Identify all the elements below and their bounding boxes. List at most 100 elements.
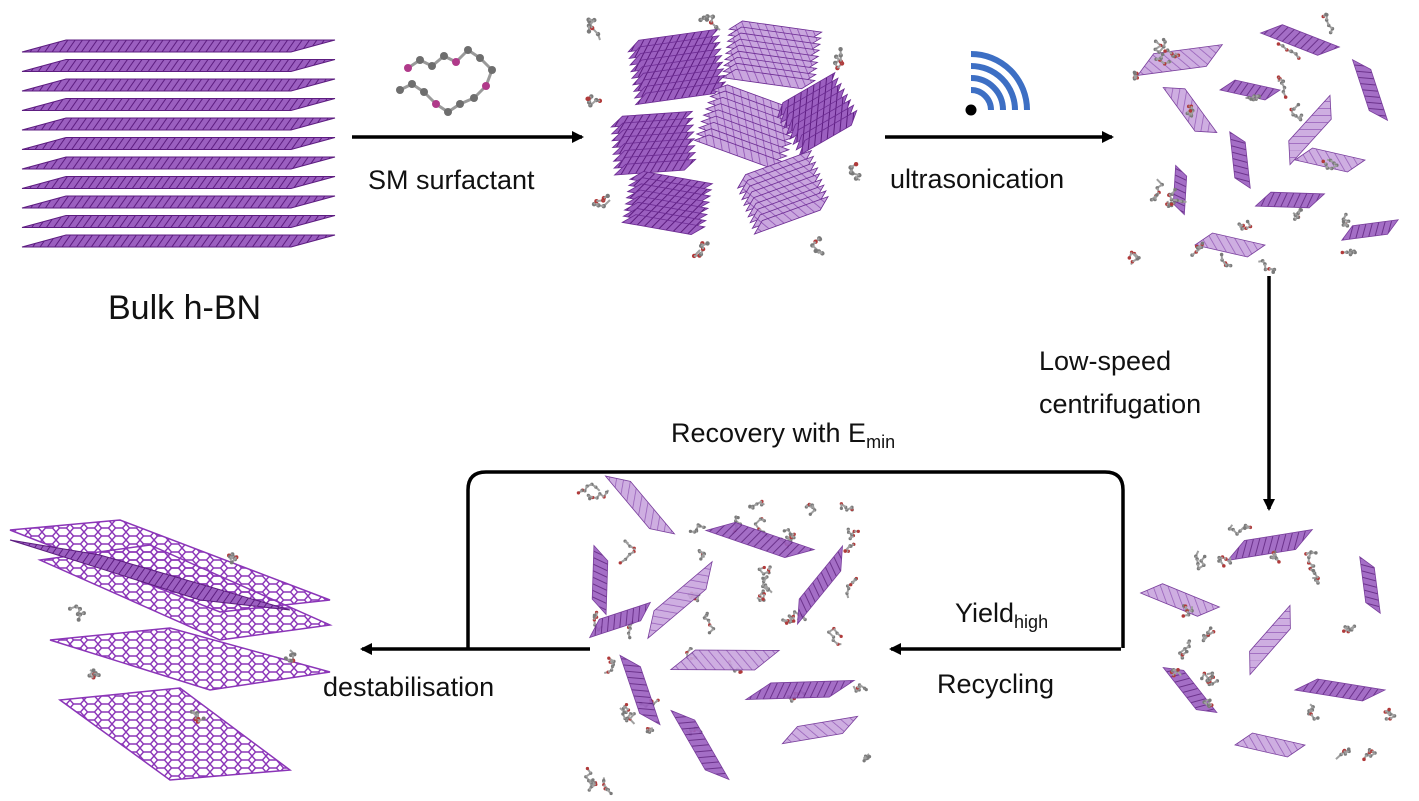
surfactant-atom bbox=[1311, 568, 1316, 573]
nanosheet-flake bbox=[1139, 583, 1221, 617]
surfactant-atom bbox=[1208, 698, 1212, 703]
nanosheet-stack bbox=[610, 110, 697, 176]
mol-atom bbox=[470, 94, 478, 102]
flake-sheet bbox=[1259, 24, 1341, 56]
surfactant-atom bbox=[699, 557, 703, 561]
nanosheet-flake bbox=[1162, 666, 1218, 714]
surfactant-atom bbox=[1316, 716, 1320, 720]
surfactant-atom bbox=[201, 716, 206, 721]
surfactant-atom bbox=[609, 791, 613, 796]
surfactant-molecule-icon bbox=[396, 46, 496, 116]
mol-atom bbox=[476, 54, 484, 62]
recycling-label: Recycling bbox=[937, 669, 1055, 699]
nanosheet-flake bbox=[647, 560, 713, 640]
flake-sheet bbox=[1162, 666, 1218, 714]
surfactant-atom bbox=[762, 565, 766, 570]
recovery-text: Recovery with E bbox=[671, 418, 867, 448]
nanosheet-flake bbox=[1249, 604, 1291, 676]
flake-sheet bbox=[797, 544, 843, 626]
surfactant-atom bbox=[864, 687, 868, 692]
surfactant-atom bbox=[1219, 252, 1224, 257]
surfactant-atom bbox=[707, 631, 712, 635]
surfactant-atom bbox=[761, 576, 765, 580]
surfactant-atom bbox=[1188, 109, 1193, 113]
mol-atom bbox=[482, 82, 490, 90]
flake-sheet bbox=[1351, 58, 1389, 122]
surfactant-atom bbox=[283, 656, 288, 661]
bulk-layer bbox=[21, 59, 336, 72]
flake-sheet bbox=[781, 715, 859, 745]
nanosheet-flake bbox=[704, 522, 816, 558]
nanosheet-flake bbox=[1229, 130, 1251, 190]
mol-atom bbox=[488, 66, 496, 74]
flake-sheet bbox=[1234, 732, 1306, 758]
surfactant-atom bbox=[91, 668, 96, 673]
surfactant-atom bbox=[1277, 560, 1281, 564]
mol-atom bbox=[452, 58, 460, 66]
surfactant-atom bbox=[853, 161, 859, 167]
surfactant-atom bbox=[624, 703, 629, 707]
surfactant-atom bbox=[1200, 676, 1204, 681]
bulk-layer bbox=[21, 156, 336, 170]
nanosheet-flake bbox=[604, 475, 676, 535]
nanosheet-flake bbox=[1234, 732, 1306, 758]
nanosheet-layer bbox=[753, 195, 829, 235]
flake-sheet bbox=[647, 560, 713, 640]
flake-sheet bbox=[1226, 529, 1314, 561]
flake-sheet bbox=[604, 475, 676, 535]
recovery-label: Recovery with Emin bbox=[671, 418, 895, 453]
surfactant-atom bbox=[849, 583, 853, 587]
surfactant-atom bbox=[792, 619, 796, 623]
nanosheet-flake bbox=[1254, 191, 1326, 209]
surfactant-atom bbox=[591, 778, 595, 782]
nanosheet-layer bbox=[634, 81, 727, 106]
ultrasonication-label: ultrasonication bbox=[890, 164, 1065, 194]
bulk-layer bbox=[21, 234, 336, 248]
nanosheet-stack bbox=[736, 149, 829, 235]
surfactant-atom bbox=[628, 636, 632, 640]
surfactant-atom bbox=[1341, 220, 1346, 224]
surfactant-atom bbox=[1185, 649, 1189, 654]
surfactant-atom bbox=[710, 14, 716, 19]
surfactant-atom bbox=[688, 529, 693, 534]
flake-sheet bbox=[1172, 164, 1188, 216]
nanosheet-flake bbox=[670, 709, 730, 781]
nanosheet-flake bbox=[1226, 529, 1314, 561]
nanosheet-flake bbox=[797, 544, 843, 626]
flake-sheet bbox=[670, 709, 730, 781]
supernatant-nanosheets bbox=[1139, 523, 1397, 762]
surfactant-atom bbox=[1340, 250, 1345, 255]
nanosheet-flake bbox=[1359, 555, 1381, 615]
surfactant-atom bbox=[1222, 564, 1226, 568]
flake-sheet bbox=[1139, 583, 1221, 617]
surfactant-atom bbox=[704, 17, 710, 22]
flake-sheet bbox=[619, 654, 661, 726]
nanosheet-flake bbox=[1194, 232, 1266, 258]
arrow-recovery-loop bbox=[466, 470, 1125, 648]
surfactant-atom bbox=[586, 96, 591, 101]
surfactant-atom bbox=[1314, 551, 1318, 555]
nanosheet-flake bbox=[1288, 94, 1332, 166]
yield-subscript: high bbox=[1014, 612, 1049, 632]
mol-atom bbox=[396, 86, 404, 94]
nanosheet-flake bbox=[669, 649, 781, 671]
surfactant-atom bbox=[1276, 42, 1281, 46]
surfactant-atom bbox=[1200, 241, 1205, 246]
low-speed-label: Low-speed bbox=[1039, 346, 1172, 376]
nanosheet-layer bbox=[613, 158, 697, 176]
nanosheet-stack bbox=[621, 171, 714, 235]
surfactant-atom bbox=[843, 549, 847, 553]
surfactant-atom bbox=[1283, 95, 1288, 99]
surfactant-atom bbox=[808, 512, 812, 516]
surfactant-atom bbox=[839, 506, 844, 511]
nanosheet-flake bbox=[1259, 24, 1341, 56]
nanosheet-flake bbox=[591, 544, 609, 616]
surfactant-atom bbox=[1161, 37, 1166, 42]
surfactant-atom bbox=[784, 621, 789, 625]
surfactant-atom bbox=[738, 670, 742, 674]
surfactant-atom bbox=[838, 46, 843, 52]
restacked-hbn-sheets bbox=[9, 519, 333, 781]
yield-text: Yield bbox=[955, 598, 1015, 628]
surfactant-atom bbox=[1387, 707, 1391, 712]
